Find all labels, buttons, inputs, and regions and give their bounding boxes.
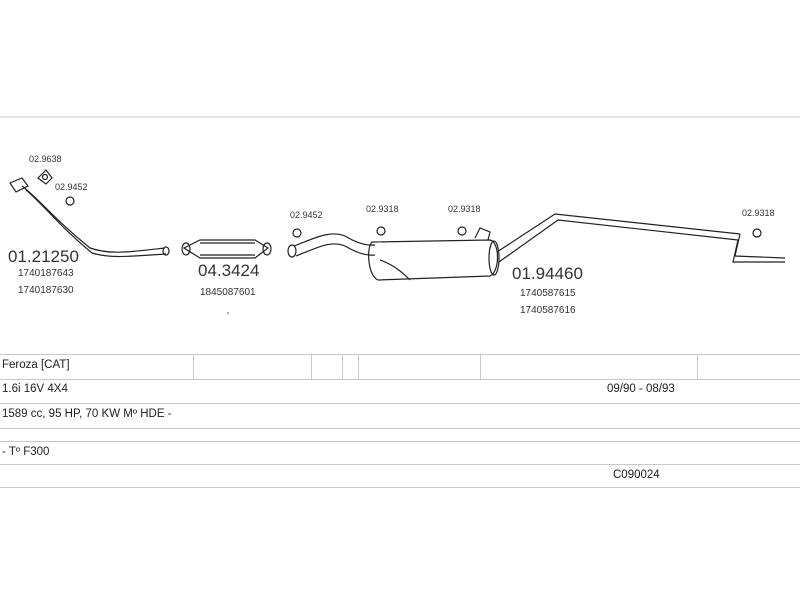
hanger-a-drawing [376,226,386,236]
part2-ref: 04.3424 [198,261,259,280]
ring-b-label: 02.9452 [290,210,323,220]
row-code: C090024 [0,465,800,488]
rear-silencer-drawing [287,213,786,281]
dates-text: 09/90 - 08/93 [607,383,675,395]
part1-ref: 01.21250 [8,247,79,266]
ring-b-drawing [292,228,302,238]
row-engine: 1.6i 16V 4X4 09/90 - 08/93 [0,379,800,404]
type-text: - Tº F300 [2,446,50,458]
col-divider [480,355,481,379]
row-type: - Tº F300 [0,442,800,465]
hanger-c-label: 02.9318 [742,208,775,218]
catalytic-converter-drawing [181,239,272,259]
part2-oem-1: 1845087601 [200,287,256,298]
hanger-a-label: 02.9318 [366,204,399,214]
col-divider [193,355,194,379]
row-specs: 1589 cc, 95 HP, 70 KW Mº HDE - [0,404,800,429]
gasket-a-label: 02.9638 [29,154,62,164]
model-text: Feroza [CAT] [2,359,70,371]
part3-ref: 01.94460 [512,264,583,283]
col-divider [342,355,343,379]
hanger-c-drawing [752,228,762,238]
row-blank [0,429,800,442]
ring-a-drawing [65,196,75,206]
hanger-b-label: 02.9318 [448,204,481,214]
engine-text: 1.6i 16V 4X4 [2,383,68,395]
part1-oem-1: 1740187643 [18,268,74,279]
col-divider [697,355,698,379]
part3-oem-2: 1740587616 [520,305,576,316]
row-model: Feroza [CAT] [0,354,800,380]
specs-text: 1589 cc, 95 HP, 70 KW Mº HDE - [2,408,172,420]
ring-a-label: 02.9452 [55,182,88,192]
front-pipe-drawing [9,177,170,258]
gasket-a-drawing [37,169,53,185]
dot-mark [227,312,229,314]
part1-oem-2: 1740187630 [18,285,74,296]
exhaust-diagram: 02.9638 02.9452 01.21250 1740187643 1740… [0,116,800,316]
col-divider [358,355,359,379]
hanger-b-drawing [457,226,491,241]
part3-oem-1: 1740587615 [520,288,576,299]
code-text: C090024 [613,469,660,481]
col-divider [311,355,312,379]
